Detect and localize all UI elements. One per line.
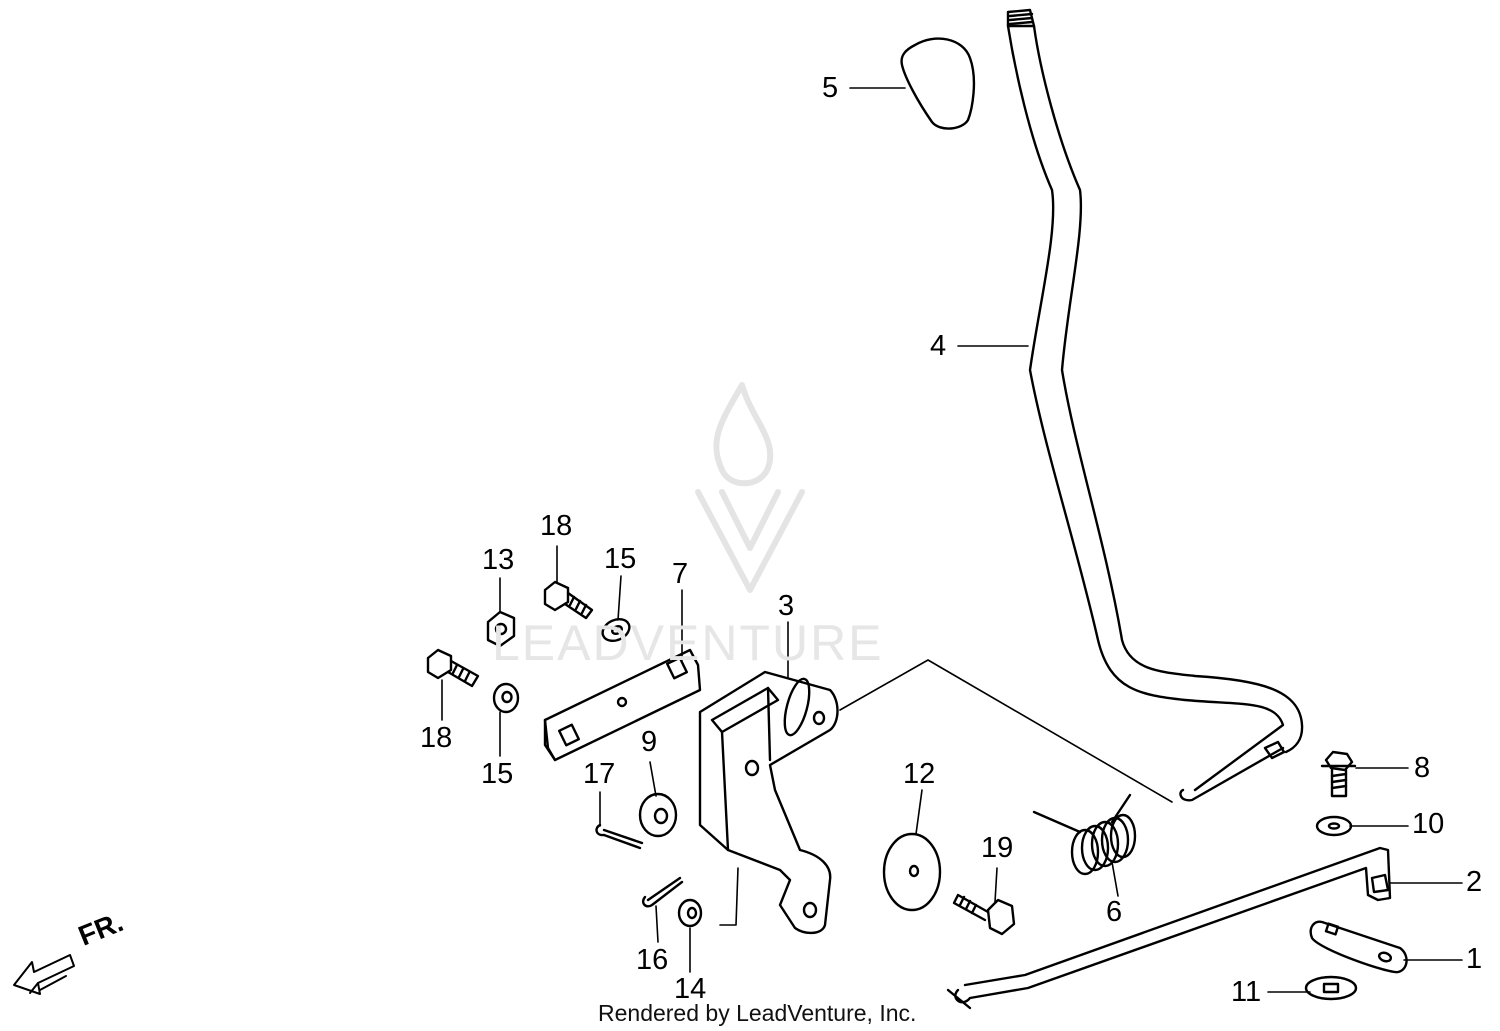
- callout-1: 1: [1466, 943, 1483, 975]
- front-direction-arrow: [13, 954, 75, 995]
- knob-grip: [900, 37, 976, 130]
- cotter-pin-lower: [641, 876, 684, 908]
- callout-5: 5: [822, 72, 839, 104]
- callout-9: 9: [641, 726, 658, 758]
- callout-17: 17: [583, 758, 616, 790]
- callout-18-lower: 18: [420, 722, 453, 754]
- callout-10: 10: [1412, 808, 1445, 840]
- callout-15-lower: 15: [481, 758, 514, 790]
- square-nut: [1304, 975, 1358, 1001]
- washer-ten: [1315, 815, 1353, 837]
- callout-8: 8: [1414, 752, 1431, 784]
- lever-bracket: [698, 670, 839, 935]
- washer-upper: [601, 617, 631, 643]
- bolt-upper: [543, 580, 594, 620]
- plain-washer: [638, 792, 678, 838]
- watermark-logo: [695, 382, 805, 593]
- hex-bolt: [1320, 750, 1357, 798]
- mounting-plate: [543, 648, 702, 762]
- connecting-rod: [946, 846, 1392, 1010]
- watermark-text: LEADVENTURE: [492, 615, 884, 671]
- leader-line-bracket: [839, 659, 1173, 803]
- cotter-pin-upper: [595, 823, 644, 850]
- callout-6: 6: [1106, 896, 1123, 928]
- render-credit: Rendered by LeadVenture, Inc.: [598, 1000, 917, 1026]
- callout-15-upper: 15: [604, 543, 637, 575]
- flange-bolt: [952, 893, 1016, 936]
- callout-13: 13: [482, 544, 515, 576]
- callout-19: 19: [981, 832, 1014, 864]
- disc-washer: [882, 832, 942, 912]
- callout-11: 11: [1231, 976, 1262, 1008]
- link-plate: [1309, 920, 1408, 974]
- callout-16: 16: [636, 944, 669, 976]
- callout-7: 7: [672, 558, 689, 590]
- torsion-spring: [1032, 793, 1137, 876]
- leader-line-bolts: [719, 867, 739, 926]
- shift-lever: [1006, 8, 1304, 802]
- callout-leaders: [441, 87, 1463, 993]
- callout-14: 14: [674, 973, 707, 1005]
- washer-lower: [492, 682, 520, 714]
- callout-12: 12: [903, 758, 936, 790]
- callout-18-upper: 18: [540, 510, 573, 542]
- bolt-lower: [426, 648, 480, 688]
- callout-4: 4: [930, 330, 947, 362]
- small-washer: [677, 898, 703, 928]
- callout-2: 2: [1466, 866, 1483, 898]
- callout-3: 3: [778, 590, 795, 622]
